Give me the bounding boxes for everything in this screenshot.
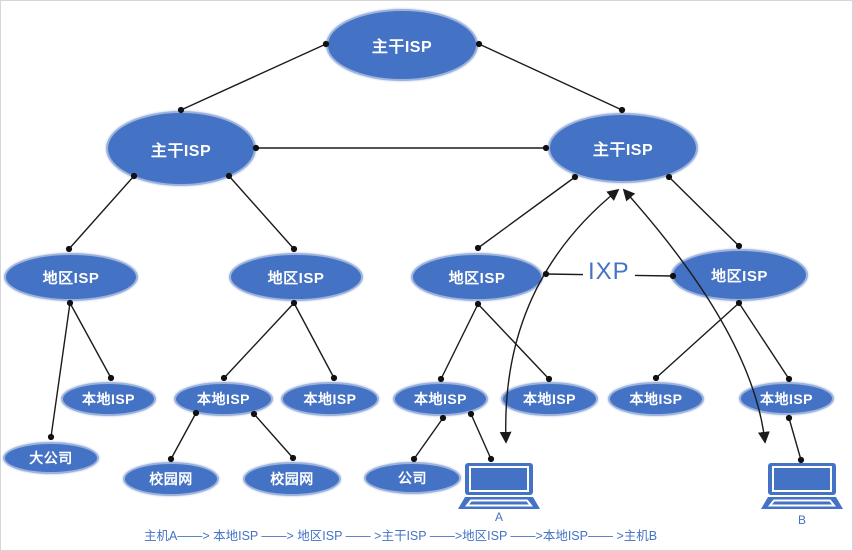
node-campus-network-2: 校园网: [243, 462, 341, 496]
node-backbone-isp-top: 主干ISP: [326, 9, 478, 81]
node-backbone-isp-right: 主干ISP: [548, 113, 698, 183]
node-label: 本地ISP: [196, 391, 251, 407]
node-region-isp-1: 地区ISP: [4, 253, 138, 301]
ixp-label: IXP: [583, 260, 635, 284]
node-region-isp-2: 地区ISP: [229, 253, 363, 301]
node-big-company: 大公司: [3, 442, 99, 474]
node-label: 地区ISP: [42, 269, 100, 287]
host-a-label: A: [494, 510, 503, 524]
node-local-isp-5: 本地ISP: [501, 382, 598, 416]
node-local-isp-4: 本地ISP: [393, 382, 488, 416]
node-label: 地区ISP: [711, 267, 768, 285]
laptop-a-icon: [458, 463, 540, 517]
node-label: 本地ISP: [759, 390, 814, 407]
node-local-isp-3: 本地ISP: [281, 382, 379, 416]
node-label: 主干ISP: [150, 142, 212, 160]
node-label: 地区ISP: [267, 269, 325, 287]
node-label: 校园网: [270, 471, 314, 487]
node-region-isp-3: 地区ISP: [411, 253, 543, 301]
node-label: 公司: [398, 470, 427, 486]
node-backbone-isp-left: 主干ISP: [106, 111, 256, 186]
node-local-isp-1: 本地ISP: [61, 382, 156, 416]
node-label: 地区ISP: [448, 269, 506, 287]
node-local-isp-7: 本地ISP: [739, 382, 834, 415]
node-label: 大公司: [29, 450, 73, 466]
node-label: 本地ISP: [81, 391, 136, 407]
node-label: 校园网: [149, 471, 193, 487]
node-label: 主干ISP: [371, 39, 433, 56]
node-label: 本地ISP: [303, 391, 357, 407]
node-local-isp-6: 本地ISP: [608, 382, 704, 416]
node-label: 主干ISP: [592, 142, 654, 159]
node-company: 公司: [364, 462, 461, 494]
node-region-isp-4: 地区ISP: [671, 249, 808, 301]
node-label: 本地ISP: [522, 391, 577, 407]
routing-caption: 主机A——> 本地ISP ——> 地区ISP —— >主干ISP ——>地区IS…: [144, 529, 658, 543]
laptop-b-icon: [761, 463, 843, 517]
node-campus-network-1: 校园网: [123, 462, 219, 496]
node-local-isp-2: 本地ISP: [174, 382, 273, 416]
host-b-label: B: [797, 513, 806, 527]
node-label: 本地ISP: [413, 391, 468, 407]
node-label: 本地ISP: [629, 391, 683, 407]
